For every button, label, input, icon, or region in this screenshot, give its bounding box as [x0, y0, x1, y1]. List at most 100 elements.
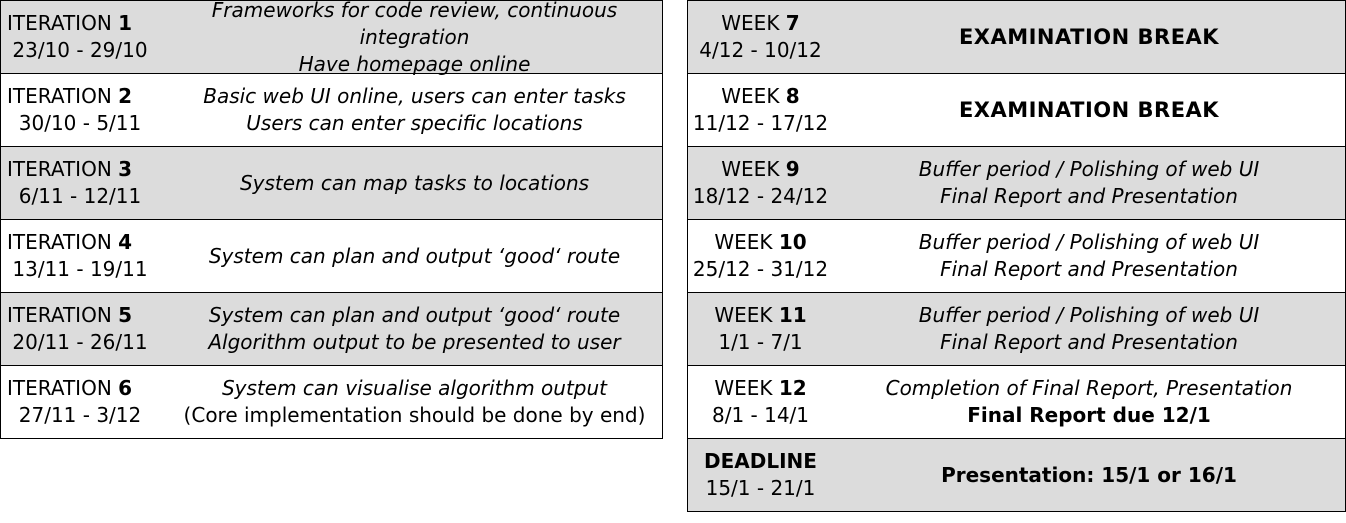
week-word: WEEK — [714, 303, 773, 327]
description-line: EXAMINATION BREAK — [958, 97, 1220, 122]
week-number: 8 — [785, 84, 800, 108]
description-line: Presentation: 15/1 or 16/1 — [941, 462, 1237, 487]
description-line: Algorithm output to be presented to user — [208, 330, 621, 354]
week-label: WEEK 8 11/12 - 17/12 — [688, 74, 833, 146]
week-description: EXAMINATION BREAK — [833, 74, 1345, 146]
iteration-description: System can visualise algorithm output (C… — [167, 366, 662, 438]
week-label: WEEK 7 4/12 - 10/12 — [688, 1, 833, 73]
description-line: System can map tasks to locations — [239, 170, 590, 195]
iteration-label: ITERATION 2 30/10 - 5/11 — [1, 74, 167, 146]
iteration-description: Basic web UI online, users can enter tas… — [167, 74, 662, 146]
week-row-9: WEEK 9 18/12 - 24/12 Buffer period / Pol… — [687, 147, 1346, 220]
iteration-dates: 27/11 - 3/12 — [18, 403, 142, 427]
week-row-12: WEEK 12 8/1 - 14/1 Completion of Final R… — [687, 366, 1346, 439]
description-line: Final Report due 12/1 — [967, 403, 1211, 427]
iteration-word: ITERATION — [7, 303, 112, 327]
description-line: System can plan and output ‘good‘ route — [208, 243, 621, 268]
iteration-word: ITERATION — [7, 84, 112, 108]
week-label: WEEK 10 25/12 - 31/12 — [688, 220, 833, 292]
iteration-row-6: ITERATION 6 27/11 - 3/12 System can visu… — [0, 366, 663, 439]
week-word: WEEK — [714, 376, 773, 400]
description-line: Users can enter specific locations — [246, 111, 583, 135]
week-number: 12 — [778, 376, 807, 400]
week-label: WEEK 12 8/1 - 14/1 — [688, 366, 833, 438]
iteration-row-4: ITERATION 4 13/11 - 19/11 System can pla… — [0, 220, 663, 293]
iteration-dates: 23/10 - 29/10 — [12, 38, 148, 62]
iteration-dates: 30/10 - 5/11 — [18, 111, 142, 135]
iteration-number: 3 — [118, 157, 133, 181]
iteration-number: 2 — [118, 84, 133, 108]
iteration-number: 4 — [118, 230, 133, 254]
iteration-description: Frameworks for code review, continuous i… — [167, 0, 662, 76]
description-line: EXAMINATION BREAK — [958, 24, 1220, 49]
week-description: EXAMINATION BREAK — [833, 1, 1345, 73]
week-word: WEEK — [714, 230, 773, 254]
week-row-10: WEEK 10 25/12 - 31/12 Buffer period / Po… — [687, 220, 1346, 293]
week-description: Completion of Final Report, Presentation… — [833, 366, 1345, 438]
description-line: Buffer period / Polishing of web UI — [918, 230, 1260, 254]
iteration-row-2: ITERATION 2 30/10 - 5/11 Basic web UI on… — [0, 74, 663, 147]
iteration-number: 5 — [118, 303, 133, 327]
iteration-word: ITERATION — [7, 230, 112, 254]
week-number: 9 — [785, 157, 800, 181]
description-line: (Core implementation should be done by e… — [183, 403, 646, 427]
week-row-7: WEEK 7 4/12 - 10/12 EXAMINATION BREAK — [687, 0, 1346, 74]
description-line: System can visualise algorithm output — [221, 376, 607, 400]
iteration-row-5: ITERATION 5 20/11 - 26/11 System can pla… — [0, 293, 663, 366]
week-dates: 11/12 - 17/12 — [692, 111, 829, 135]
week-word: WEEK — [721, 11, 780, 35]
description-line: Final Report and Presentation — [940, 330, 1238, 354]
week-number: 11 — [778, 303, 807, 327]
week-description: Buffer period / Polishing of web UI Fina… — [833, 293, 1345, 365]
week-description: Buffer period / Polishing of web UI Fina… — [833, 220, 1345, 292]
week-dates: 25/12 - 31/12 — [692, 257, 829, 281]
week-label: WEEK 11 1/1 - 7/1 — [688, 293, 833, 365]
week-dates: 1/1 - 7/1 — [718, 330, 803, 354]
iteration-number: 6 — [118, 376, 133, 400]
iteration-description: System can plan and output ‘good‘ route — [167, 220, 662, 292]
week-label: WEEK 9 18/12 - 24/12 — [688, 147, 833, 219]
iteration-word: ITERATION — [7, 376, 112, 400]
deadline-row: DEADLINE 15/1 - 21/1 Presentation: 15/1 … — [687, 439, 1346, 512]
description-line: Have homepage online — [298, 51, 531, 76]
iteration-dates: 20/11 - 26/11 — [12, 330, 148, 354]
week-number: 7 — [785, 11, 800, 35]
iteration-label: ITERATION 5 20/11 - 26/11 — [1, 293, 167, 365]
iteration-description: System can plan and output ‘good‘ route … — [167, 293, 662, 365]
iteration-word: ITERATION — [7, 157, 112, 181]
week-number: 10 — [778, 230, 807, 254]
week-dates: 18/12 - 24/12 — [692, 184, 829, 208]
week-word: WEEK — [721, 157, 780, 181]
week-row-11: WEEK 11 1/1 - 7/1 Buffer period / Polish… — [687, 293, 1346, 366]
iteration-dates: 13/11 - 19/11 — [12, 257, 148, 281]
deadline-description: Presentation: 15/1 or 16/1 — [833, 439, 1345, 511]
description-line: Final Report and Presentation — [940, 184, 1238, 208]
week-dates: 4/12 - 10/12 — [699, 38, 822, 62]
description-line: Buffer period / Polishing of web UI — [918, 303, 1260, 327]
description-line: Frameworks for code review, continuous i… — [211, 0, 618, 49]
description-line: Completion of Final Report, Presentation — [885, 376, 1293, 400]
iteration-label: ITERATION 1 23/10 - 29/10 — [1, 1, 167, 73]
iteration-word: ITERATION — [7, 11, 112, 35]
week-word: WEEK — [721, 84, 780, 108]
deadline-word: DEADLINE — [704, 449, 817, 473]
description-line: System can plan and output ‘good‘ route — [208, 303, 621, 327]
week-row-8: WEEK 8 11/12 - 17/12 EXAMINATION BREAK — [687, 74, 1346, 147]
deadline-dates: 15/1 - 21/1 — [705, 476, 816, 500]
iteration-description: System can map tasks to locations — [167, 147, 662, 219]
description-line: Basic web UI online, users can enter tas… — [203, 84, 626, 108]
iteration-dates: 6/11 - 12/11 — [18, 184, 142, 208]
iteration-label: ITERATION 6 27/11 - 3/12 — [1, 366, 167, 438]
iteration-label: ITERATION 4 13/11 - 19/11 — [1, 220, 167, 292]
week-description: Buffer period / Polishing of web UI Fina… — [833, 147, 1345, 219]
deadline-label: DEADLINE 15/1 - 21/1 — [688, 439, 833, 511]
iteration-row-1: ITERATION 1 23/10 - 29/10 Frameworks for… — [0, 0, 663, 76]
description-line: Buffer period / Polishing of web UI — [918, 157, 1260, 181]
iterations-table: ITERATION 1 23/10 - 29/10 Frameworks for… — [0, 0, 663, 439]
iteration-row-3: ITERATION 3 6/11 - 12/11 System can map … — [0, 147, 663, 220]
week-dates: 8/1 - 14/1 — [711, 403, 810, 427]
iteration-label: ITERATION 3 6/11 - 12/11 — [1, 147, 167, 219]
iteration-number: 1 — [118, 11, 133, 35]
weeks-table: WEEK 7 4/12 - 10/12 EXAMINATION BREAK WE… — [687, 0, 1346, 512]
description-line: Final Report and Presentation — [940, 257, 1238, 281]
